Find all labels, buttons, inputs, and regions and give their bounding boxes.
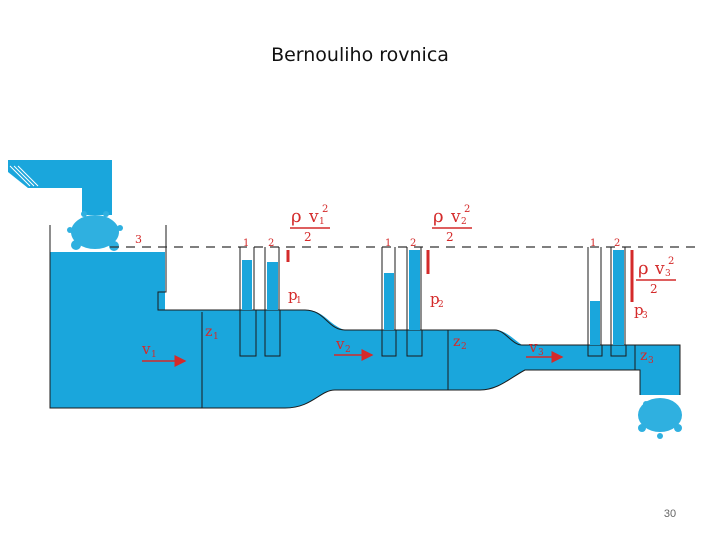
height-label: z <box>205 324 212 340</box>
tube-1-label: 1 <box>243 238 249 249</box>
pressure-subscript: 2 <box>438 300 444 310</box>
height-subscript: 2 <box>461 342 467 352</box>
tubes-section-2 <box>381 247 430 357</box>
page-number: 30 <box>663 508 677 520</box>
tubes-section-1 <box>239 247 290 357</box>
flow-velocity-subscript: 2 <box>345 345 351 355</box>
exponent: 2 <box>668 256 674 267</box>
pressure-label: p <box>634 301 644 319</box>
inflow-splash <box>67 211 123 251</box>
rho-symbol: ρ <box>638 258 649 279</box>
velocity-symbol: v <box>654 259 665 279</box>
exponent: 2 <box>464 204 470 215</box>
pressure-label: p <box>288 286 298 304</box>
tube-1-label: 1 <box>385 238 391 249</box>
denominator: 2 <box>446 230 454 244</box>
velocity-symbol: v <box>308 207 319 227</box>
height-subscript: 3 <box>648 356 654 366</box>
tube-2-label: 2 <box>410 238 416 249</box>
pressure-label: p <box>430 290 440 308</box>
velocity-symbol: v <box>450 207 461 227</box>
pressure-subscript: 1 <box>296 296 302 306</box>
tubes-section-3 <box>587 247 634 357</box>
height-subscript: 1 <box>213 332 219 342</box>
vessel-outline <box>49 225 681 409</box>
height-label: z <box>640 348 647 364</box>
tank-level-label: 3 <box>135 233 142 246</box>
tube-1-label: 1 <box>590 238 596 249</box>
outflow-splash <box>638 398 682 439</box>
inflow-pipe-edge <box>9 165 39 187</box>
flow-velocity-label: v <box>528 338 538 356</box>
flow-velocity-subscript: 3 <box>538 348 544 358</box>
flow-velocity-label: v <box>141 340 151 358</box>
tube-2-label: 2 <box>268 238 274 249</box>
inflow-pipe <box>8 160 112 215</box>
velocity-subscript: 1 <box>319 217 325 227</box>
flow-velocity-label: v <box>335 335 345 353</box>
slide-title: Bernouliho rovnica <box>271 44 449 66</box>
rho-symbol: ρ <box>291 206 302 227</box>
rho-symbol: ρ <box>433 206 444 227</box>
flow-velocity-subscript: 1 <box>151 350 157 360</box>
tube-2-label: 2 <box>614 238 620 249</box>
denominator: 2 <box>304 230 312 244</box>
velocity-subscript: 2 <box>461 217 467 227</box>
exponent: 2 <box>322 204 328 215</box>
height-label: z <box>453 334 460 350</box>
pressure-subscript: 3 <box>642 311 648 321</box>
denominator: 2 <box>650 282 658 296</box>
velocity-subscript: 3 <box>665 269 671 279</box>
